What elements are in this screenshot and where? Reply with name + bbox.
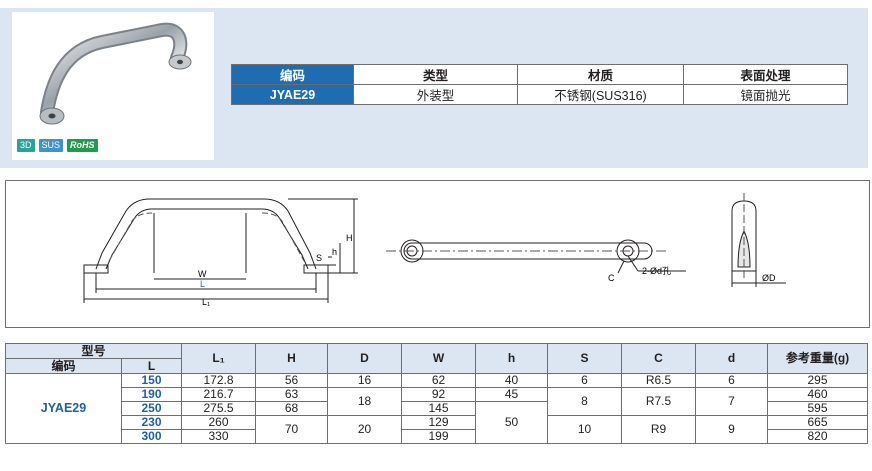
dim-H: H (346, 233, 353, 243)
weight-cell: 295 (767, 373, 869, 388)
L1-header: L₁ (181, 343, 257, 374)
drawing-svg: W L L₁ H h S 2-Ød孔 C ØD (83, 193, 786, 307)
code-col-header: 编码 (5, 358, 122, 374)
weight-cell: 460 (767, 387, 869, 402)
hole-label: 2-Ød孔 (642, 266, 671, 276)
h-header: h (475, 343, 549, 374)
h-cell: 40 (475, 373, 549, 388)
d-header: d (695, 343, 769, 374)
weight-cell: 820 (767, 429, 869, 444)
D-cell: 20 (327, 415, 403, 444)
W-cell: 92 (401, 387, 477, 402)
side-view (731, 193, 786, 287)
code-table: 编码 类型 材质 表面处理 JYAE29 外装型 不锈钢(SUS316) 镜面抛… (231, 64, 848, 105)
W-cell: 145 (401, 401, 477, 416)
L-cell: 190 (120, 387, 183, 402)
d-cell: 9 (695, 415, 769, 444)
product-photo-card: 3D SUS RoHS (12, 12, 214, 160)
dim-h: h (332, 247, 337, 257)
L-cell: 250 (120, 401, 183, 416)
weight-cell: 595 (767, 401, 869, 416)
code-value: JYAE29 (231, 84, 354, 105)
table-row: 190 216.7 63 18 92 45 8 R7.5 7 460 (6, 387, 869, 416)
W-cell: 199 (401, 429, 477, 444)
model-header: 型号 (4, 343, 183, 359)
H-cell: 68 (255, 401, 329, 416)
finish-value: 镜面抛光 (683, 84, 848, 105)
material-value: 不锈钢(SUS316) (517, 84, 684, 105)
C-cell: R7.5 (621, 387, 697, 416)
L-cell: 150 (120, 373, 183, 388)
L-col-header: L (120, 358, 183, 374)
dim-L1: L₁ (202, 297, 210, 307)
S-cell: 8 (547, 387, 623, 416)
finish-header: 表面处理 (683, 64, 848, 85)
L-cell: 300 (120, 429, 183, 444)
d-cell: 7 (695, 387, 769, 416)
L1-cell: 275.5 (181, 401, 257, 416)
technical-drawing: W L L₁ H h S 2-Ød孔 C ØD (5, 180, 870, 328)
L1-cell: 172.8 (181, 373, 257, 388)
C-cell: R9 (621, 415, 697, 444)
W-cell: 62 (401, 373, 477, 388)
D-cell: 18 (327, 387, 403, 416)
d-cell: 6 (695, 373, 769, 388)
badge-rohs: RoHS (67, 139, 98, 152)
C-header: C (621, 343, 697, 374)
H-cell: 56 (255, 373, 329, 388)
code-cell: JYAE29 (5, 373, 122, 444)
S-cell: 10 (547, 415, 623, 444)
table-row: JYAE29 150 172.8 56 16 62 40 6 R6.5 6 29… (5, 373, 869, 444)
badge-sus: SUS (38, 139, 64, 152)
dim-W: W (198, 269, 207, 279)
D-cell: 16 (327, 373, 403, 388)
H-header: H (255, 343, 329, 374)
type-value: 外装型 (353, 84, 518, 105)
W-cell: 129 (401, 415, 477, 430)
weight-header: 参考重量(g) (767, 343, 869, 374)
H-cell: 63 (255, 387, 329, 402)
code-header: 编码 (231, 64, 354, 85)
table-row: 300 330 199 820 (6, 429, 869, 444)
L1-cell: 330 (181, 429, 257, 444)
table-row: 250 275.5 68 145 50 595 (6, 401, 869, 444)
C-cell: R6.5 (621, 373, 697, 388)
dim-D: ØD (762, 273, 776, 283)
type-header: 类型 (353, 64, 518, 85)
S-cell: 6 (547, 373, 623, 388)
D-header: D (327, 343, 403, 374)
dim-S: S (316, 253, 322, 263)
L-cell: 230 (120, 415, 183, 430)
material-header: 材质 (517, 64, 684, 85)
badge-3d[interactable]: 3D (17, 139, 35, 152)
dim-L: L (200, 279, 205, 289)
certification-badges: 3D SUS RoHS (17, 139, 98, 152)
h-cell: 45 (475, 387, 549, 402)
top-view (386, 239, 686, 274)
W-header: W (401, 343, 477, 374)
spec-table: 型号 L₁ H D W h S C d 参考重量(g) 编码 L JYAE29 … (4, 343, 869, 444)
dim-C: C (608, 273, 615, 283)
H-cell: 70 (255, 415, 329, 444)
front-view (83, 198, 358, 303)
h-cell: 50 (475, 401, 549, 444)
handle-photo (39, 22, 192, 125)
weight-cell: 665 (767, 415, 869, 430)
table-row: 230 260 70 20 129 10 R9 9 665 (6, 415, 869, 444)
S-header: S (547, 343, 623, 374)
L1-cell: 216.7 (181, 387, 257, 402)
L1-cell: 260 (181, 415, 257, 430)
